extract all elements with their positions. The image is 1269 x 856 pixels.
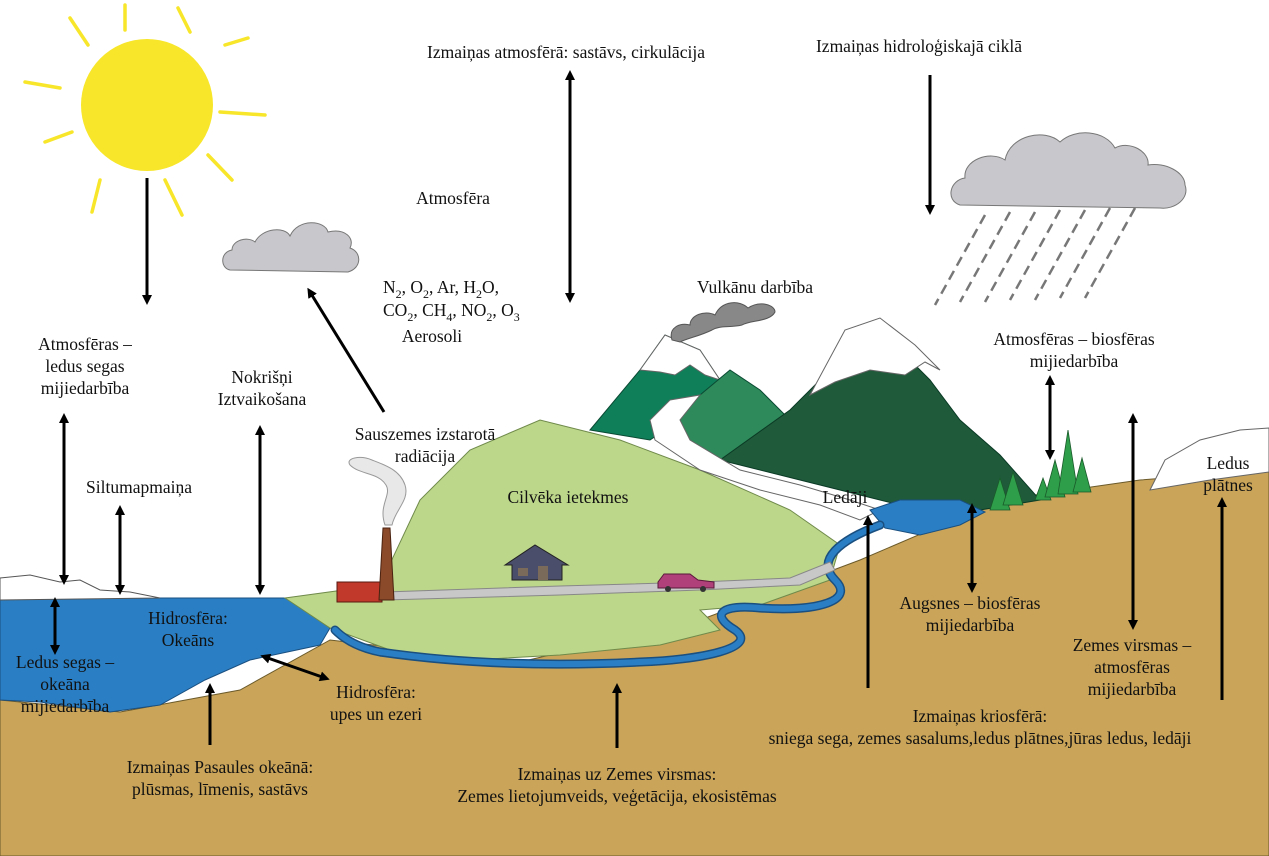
ocean-river-arrow — [260, 653, 330, 682]
radiation-arrow — [307, 287, 386, 413]
factory-chimney — [378, 527, 395, 601]
label-human: Cilvēka ietekmes — [507, 487, 628, 507]
label-soil-bio-2: mijiedarbība — [926, 615, 1015, 635]
label-ice-ocean-1: Ledus segas – — [16, 652, 114, 672]
rain-cloud-icon — [950, 132, 1187, 209]
label-hydro-rivers-1: Hidrosfēra: — [336, 682, 416, 702]
label-ice-sheets-1: Ledus — [1207, 453, 1250, 473]
label-hydro-ocean-1: Hidrosfēra: — [148, 608, 228, 628]
car-wheel — [665, 586, 671, 592]
house-door — [538, 566, 548, 580]
mountain-right-snow — [808, 317, 941, 397]
label-volcano: Vulkānu darbība — [697, 277, 813, 297]
label-atm-bio-2: mijiedarbība — [1030, 351, 1119, 371]
label-atm-ice-2: ledus segas — [45, 356, 124, 376]
label-ocean-changes-2: plūsmas, līmenis, sastāvs — [132, 779, 308, 799]
chimney-smoke — [348, 457, 407, 526]
house-window — [518, 568, 528, 576]
label-gases-line1: N2, O2, Ar, H2O, — [383, 277, 499, 301]
label-surface-atm-2: atmosfēras — [1094, 657, 1170, 677]
label-atm-changes: Izmaiņas atmosfērā: sastāvs, cirkulācija — [427, 42, 705, 62]
label-hydro-ocean-2: Okeāns — [162, 630, 215, 650]
rain-streaks — [933, 207, 1137, 306]
label-surface-changes-2: Zemes lietojumveids, veģetācija, ekosist… — [457, 786, 776, 806]
arrows — [50, 70, 1227, 748]
label-radiation-2: radiācija — [395, 446, 455, 466]
label-radiation-1: Sauszemes izstarotā — [355, 424, 496, 444]
label-ice-ocean-3: mijiedarbība — [21, 696, 110, 716]
label-cryo-changes-1: Izmaiņas kriosfērā: — [913, 706, 1048, 726]
label-glaciers: Ledāji — [823, 487, 868, 507]
label-gases-line2: CO2, CH4, NO2, O3 — [383, 300, 520, 324]
ice-sheet — [1149, 427, 1269, 491]
label-ice-sheets-2: plātnes — [1203, 475, 1253, 495]
label-precip-1: Nokrišņi — [231, 367, 292, 387]
car-wheel — [700, 586, 706, 592]
sun — [23, 3, 267, 217]
volcano-smoke — [670, 302, 776, 343]
label-surface-atm-3: mijiedarbība — [1088, 679, 1177, 699]
label-cryo-changes-2: sniega sega, zemes sasalums,ledus plātne… — [769, 728, 1192, 748]
factory — [336, 581, 383, 603]
label-aerosols: Aerosoli — [402, 326, 462, 346]
label-atm-ice-3: mijiedarbība — [41, 378, 130, 398]
label-surface-changes-1: Izmaiņas uz Zemes virsmas: — [518, 764, 717, 784]
label-heat-exchange: Siltumapmaiņa — [86, 477, 192, 497]
label-ocean-changes-1: Izmaiņas Pasaules okeānā: — [127, 757, 314, 777]
label-hydro-rivers-2: upes un ezeri — [330, 704, 422, 724]
label-atm-bio-1: Atmosfēras – biosfēras — [993, 329, 1155, 349]
sun-disc — [81, 39, 213, 171]
small-cloud-icon — [222, 222, 360, 273]
road — [384, 561, 836, 601]
trees — [989, 429, 1092, 511]
sea-ice — [0, 574, 161, 601]
river-inner — [332, 522, 883, 668]
label-surface-atm-1: Zemes virsmas – — [1073, 635, 1192, 655]
label-soil-bio-1: Augsnes – biosfēras — [900, 593, 1041, 613]
label-ice-ocean-2: okeāna — [40, 674, 90, 694]
label-hydro-changes: Izmaiņas hidroloģiskajā ciklā — [816, 36, 1022, 56]
label-atm-ice-1: Atmosfēras – — [38, 334, 132, 354]
label-atmosphere: Atmosfēra — [416, 188, 490, 208]
label-precip-2: Iztvaikošana — [218, 389, 307, 409]
